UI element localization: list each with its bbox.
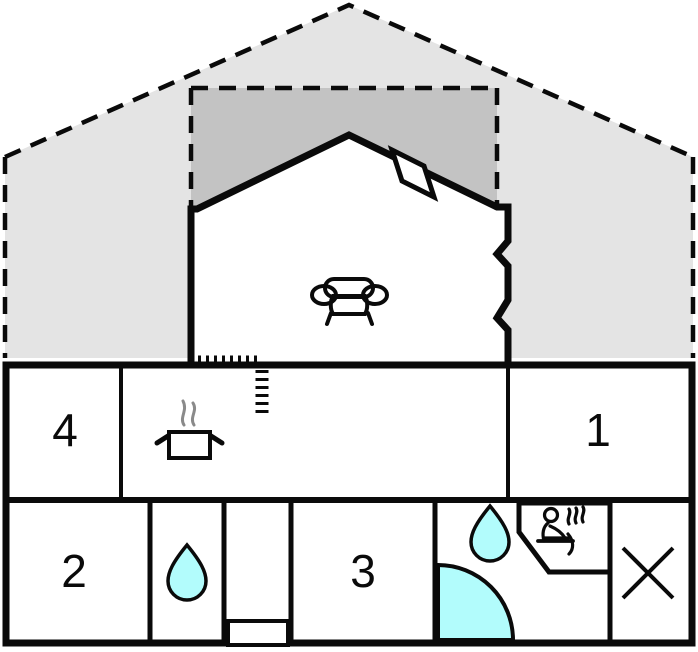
room-number-labels: 4 1 2 3 bbox=[52, 404, 611, 597]
attic-light-zone bbox=[5, 5, 693, 358]
entry-door[interactable] bbox=[226, 619, 290, 647]
room-number-1: 1 bbox=[585, 404, 611, 456]
sofa-leg-left bbox=[325, 311, 333, 326]
shower-quarter-circle bbox=[436, 562, 516, 642]
sauna-wall-angled bbox=[516, 503, 610, 575]
pot-handle-left bbox=[154, 433, 171, 446]
sauna-person-head bbox=[542, 506, 560, 524]
building-section-outline bbox=[187, 131, 512, 365]
roof-window[interactable] bbox=[387, 145, 439, 202]
cooking-pot-icon bbox=[154, 399, 225, 460]
sauna-person-arm bbox=[548, 524, 567, 540]
roof-group bbox=[2, 2, 696, 358]
water-drop-icon-right bbox=[469, 503, 511, 563]
sofa-arm-left bbox=[310, 284, 338, 306]
room-number-4: 4 bbox=[52, 404, 78, 456]
roof-outline-dashed bbox=[4, 2, 694, 160]
crossed-out-room bbox=[621, 546, 675, 600]
ground-floor-walls bbox=[2, 361, 696, 647]
sofa-arm-right bbox=[361, 284, 389, 306]
sauna-icon bbox=[536, 505, 586, 556]
shower-basin bbox=[436, 562, 516, 642]
water-drop-icon-left bbox=[166, 542, 208, 602]
sauna-heat-wave-1 bbox=[566, 507, 572, 526]
sofa-icon bbox=[310, 277, 389, 326]
staircase[interactable] bbox=[198, 355, 269, 414]
roof-window-frame[interactable] bbox=[387, 145, 439, 202]
pot-handle-right bbox=[208, 433, 225, 446]
sofa-leg-right bbox=[366, 311, 374, 326]
attic-dark-zone bbox=[191, 88, 497, 209]
sauna-heat-wave-2 bbox=[573, 506, 579, 525]
sauna-heat-wave-3 bbox=[580, 505, 586, 524]
entry-door-leaf[interactable] bbox=[226, 619, 290, 647]
room-number-3: 3 bbox=[350, 545, 376, 597]
x-mark-stroke-2 bbox=[621, 546, 675, 600]
upper-storey-wall-profile bbox=[187, 131, 512, 365]
pot-steam-left bbox=[180, 399, 187, 427]
ground-floor-outer-wall bbox=[2, 361, 696, 647]
sauna-person-leg bbox=[566, 532, 575, 556]
water-drop-shape-left bbox=[166, 542, 208, 602]
pot-steam-right bbox=[190, 401, 197, 427]
sauna-enclosure bbox=[516, 500, 610, 575]
room-number-2: 2 bbox=[61, 545, 87, 597]
water-drop-shape-right bbox=[469, 503, 511, 563]
pot-body bbox=[167, 430, 212, 460]
